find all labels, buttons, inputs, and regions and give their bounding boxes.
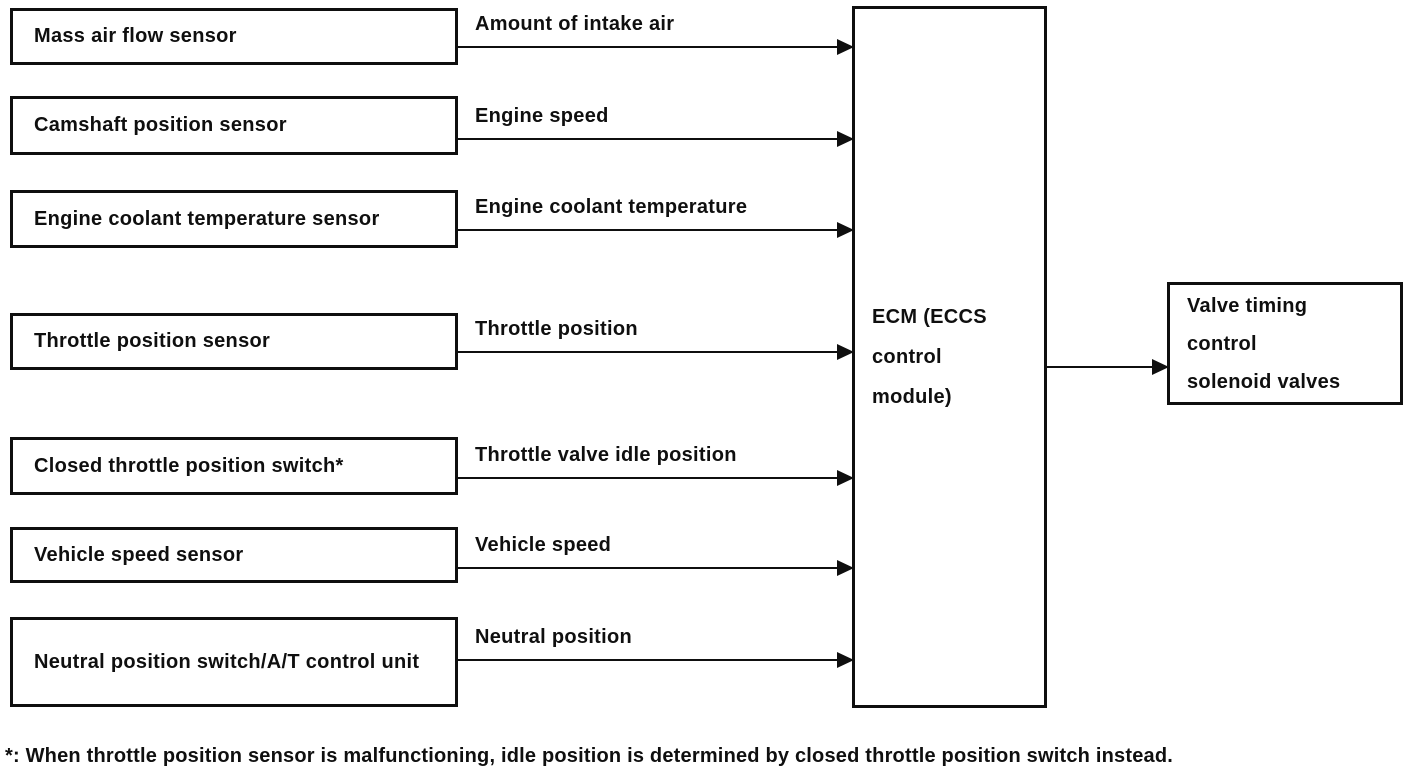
ecm-label-line: ECM (ECCS (872, 306, 987, 328)
sensor-label: Vehicle speed sensor (34, 543, 244, 566)
signal-label-engine-coolant-temperature: Engine coolant temperature (475, 196, 748, 218)
signal-label-vehicle-speed: Vehicle speed (475, 534, 612, 556)
arrow-neutral-position (458, 652, 854, 668)
sensor-box-vehicle-speed: Vehicle speed sensor (10, 527, 458, 583)
arrow-amount-of-intake-air (458, 39, 854, 55)
signal-label-amount-of-intake-air: Amount of intake air (475, 13, 675, 35)
arrow-throttle-valve-idle-position (458, 470, 854, 486)
arrow-ecm-to-solenoid-valves (1047, 359, 1169, 375)
arrow-engine-speed (458, 131, 854, 147)
output-box-valve-timing-control-solenoid-valves: Valve timing control solenoid valves (1167, 282, 1403, 405)
output-label-line: Valve timing (1187, 294, 1308, 317)
sensor-box-neutral-position-switch: Neutral position switch/A/T control unit (10, 617, 458, 707)
sensor-label: Camshaft position sensor (34, 114, 287, 136)
arrow-throttle-position (458, 344, 854, 360)
footnote: *: When throttle position sensor is malf… (5, 745, 1174, 767)
sensor-label: Throttle position sensor (34, 330, 271, 352)
sensor-box-throttle-position: Throttle position sensor (10, 313, 458, 370)
sensor-label: Closed throttle position switch* (34, 454, 344, 477)
sensor-label: Mass air flow sensor (34, 25, 237, 47)
sensor-box-mass-air-flow: Mass air flow sensor (10, 8, 458, 65)
ecm-label-line: control (872, 346, 942, 368)
signal-label-throttle-position: Throttle position (475, 318, 638, 340)
sensor-label: Engine coolant temperature sensor (34, 207, 380, 230)
sensor-box-camshaft-position: Camshaft position sensor (10, 96, 458, 155)
sensor-box-engine-coolant-temperature: Engine coolant temperature sensor (10, 190, 458, 248)
signal-label-engine-speed: Engine speed (475, 105, 609, 127)
output-label-line: solenoid valves (1187, 370, 1341, 393)
sensor-box-closed-throttle-position-switch: Closed throttle position switch* (10, 437, 458, 495)
output-label-line: control (1187, 332, 1257, 355)
ecm-label-line: module) (872, 386, 952, 408)
arrow-vehicle-speed (458, 560, 854, 576)
arrow-engine-coolant-temperature (458, 222, 854, 238)
sensor-label: Neutral position switch/A/T control unit (34, 650, 420, 673)
ecm-box: ECM (ECCS control module) (852, 6, 1047, 708)
signal-label-neutral-position: Neutral position (475, 626, 633, 648)
signal-label-throttle-valve-idle-position: Throttle valve idle position (475, 444, 737, 466)
